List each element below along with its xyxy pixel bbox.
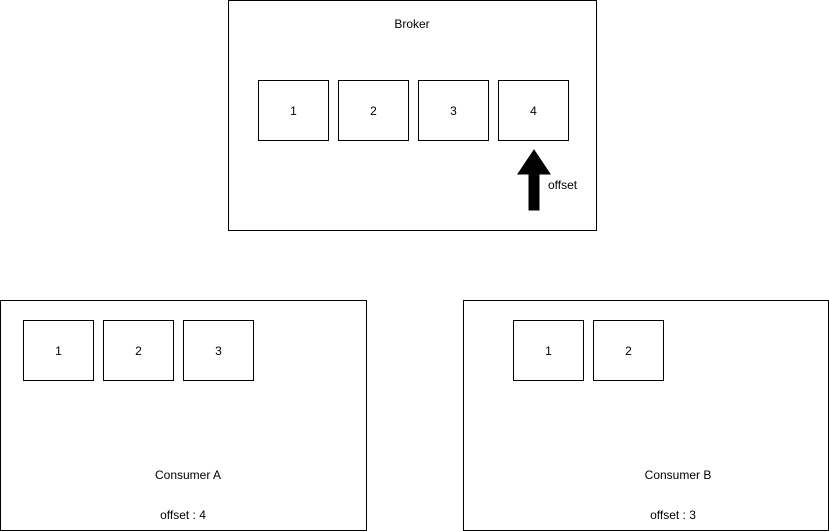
- consumer-b-message-2: 2: [593, 320, 664, 381]
- consumer-b-offset: offset : 3: [650, 508, 696, 522]
- consumer-b-message-1: 1: [513, 320, 584, 381]
- broker-title: Broker: [394, 17, 430, 31]
- consumer-a-message-2: 2: [103, 320, 174, 381]
- broker-message-3: 3: [418, 80, 489, 141]
- offset-pointer-label: offset: [548, 178, 578, 192]
- consumer-a-message-3: 3: [183, 320, 254, 381]
- consumer-a-offset: offset : 4: [160, 508, 206, 522]
- broker-message-1: 1: [258, 80, 329, 141]
- consumer-a-title: Consumer A: [154, 468, 222, 482]
- consumer-b-title: Consumer B: [644, 468, 712, 482]
- broker-message-4: 4: [498, 80, 569, 141]
- broker-message-2: 2: [338, 80, 409, 141]
- offset-arrow-icon: [517, 149, 551, 211]
- consumer-a-message-1: 1: [23, 320, 94, 381]
